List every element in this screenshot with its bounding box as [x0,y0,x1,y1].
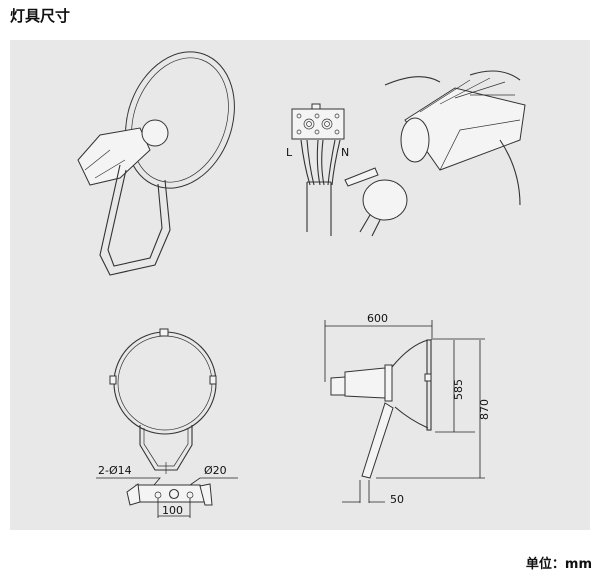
mounting-holes-label: 2-Ø14 [98,464,132,477]
front-view-drawing: 2-Ø14 Ø20 100 [96,328,238,518]
side-view-drawing: 600 585 870 50 [324,312,491,506]
lamp-perspective-illustration [77,51,235,276]
live-label: L [286,146,293,159]
section-title: 灯具尺寸 [10,7,71,25]
total-height-label: 870 [478,399,491,420]
hole-spacing-label: 100 [162,504,183,517]
reflector-height-label: 585 [452,379,465,400]
depth-dimension-label: 600 [367,312,388,325]
terminal-block-illustration: L N [286,103,349,236]
unit-label: 单位：mm [525,557,592,572]
lamp-assembly-illustration [344,70,526,237]
base-width-label: 50 [390,493,404,506]
neutral-label: N [341,146,349,159]
center-hole-label: Ø20 [204,464,227,477]
